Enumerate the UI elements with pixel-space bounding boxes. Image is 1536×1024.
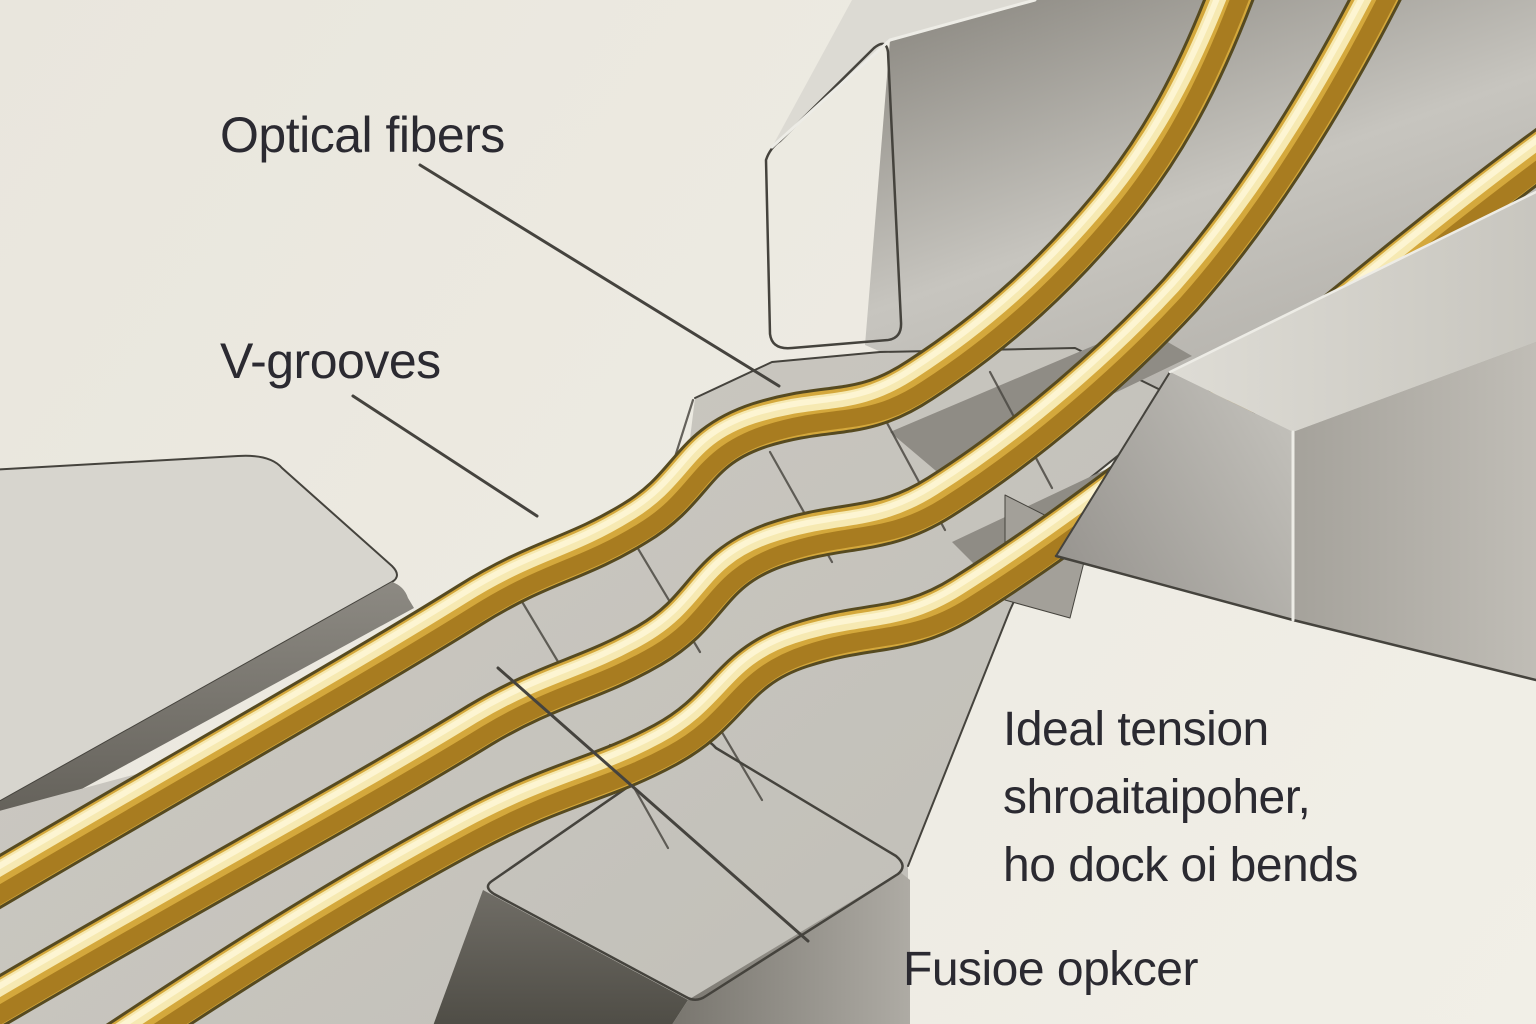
left-slab-front-edge	[0, 582, 414, 834]
left-slab-top-face	[0, 454, 398, 803]
right-clamp-block	[1054, 190, 1536, 682]
bottom-block-left-face	[433, 890, 688, 1024]
right-block-top-highlight	[1168, 190, 1536, 374]
label-fusion-splicer: Fusioe opkcer	[903, 943, 1198, 996]
bottom-block-top-face	[486, 735, 904, 1001]
right-block-top-face	[1170, 192, 1536, 432]
bottom-block-right-face	[672, 872, 910, 1024]
left-slab	[0, 454, 414, 834]
leader-line-v-grooves	[351, 394, 539, 518]
label-optical-fibers: Optical fibers	[220, 107, 505, 163]
tension-line-3: ho dock oi bends	[1003, 839, 1358, 892]
bottom-clamp-block	[433, 735, 910, 1024]
tension-line-1: Ideal tension	[1003, 703, 1269, 756]
leader-line-optical-fibers	[418, 163, 781, 388]
label-v-grooves: V-grooves	[220, 333, 441, 389]
leader-line-fusion-splicer	[496, 666, 810, 943]
annotation-ideal-tension: Ideal tension shroaitaipoher, ho dock oi…	[1003, 703, 1358, 892]
right-block-right-face	[1293, 342, 1536, 680]
top-bar-top-face	[772, 0, 1035, 147]
tension-line-2: shroaitaipoher,	[1003, 771, 1310, 824]
right-block-left-edge	[1055, 371, 1171, 557]
top-bar-ridge-highlight	[770, 0, 1037, 149]
right-block-front-face	[1056, 372, 1293, 620]
